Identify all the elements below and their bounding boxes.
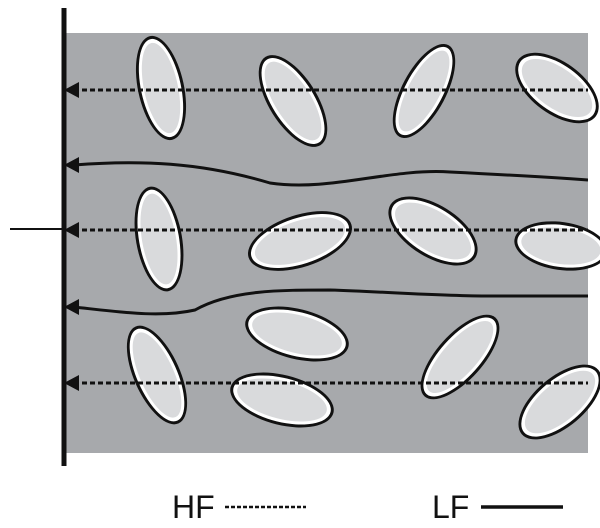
arrowhead [64,222,79,238]
legend-hf-label: HF [172,489,215,525]
arrowhead [64,157,79,173]
cell [230,372,334,428]
legend: HF LF [172,489,563,525]
cell [258,55,328,147]
arrowhead [64,299,79,315]
lf-path [73,288,588,316]
cell [245,306,349,362]
lf-path [73,161,588,187]
arrowheads [64,82,79,391]
cell [135,35,187,141]
cell [420,314,500,400]
legend-lf-label: LF [432,489,469,525]
arrowhead [64,82,79,98]
cell [388,196,478,266]
cell [134,186,184,292]
cell [126,325,188,425]
cells-group [126,35,600,440]
cell [392,43,456,139]
cell [515,52,599,124]
cell [514,221,600,271]
arrowhead [64,375,79,391]
